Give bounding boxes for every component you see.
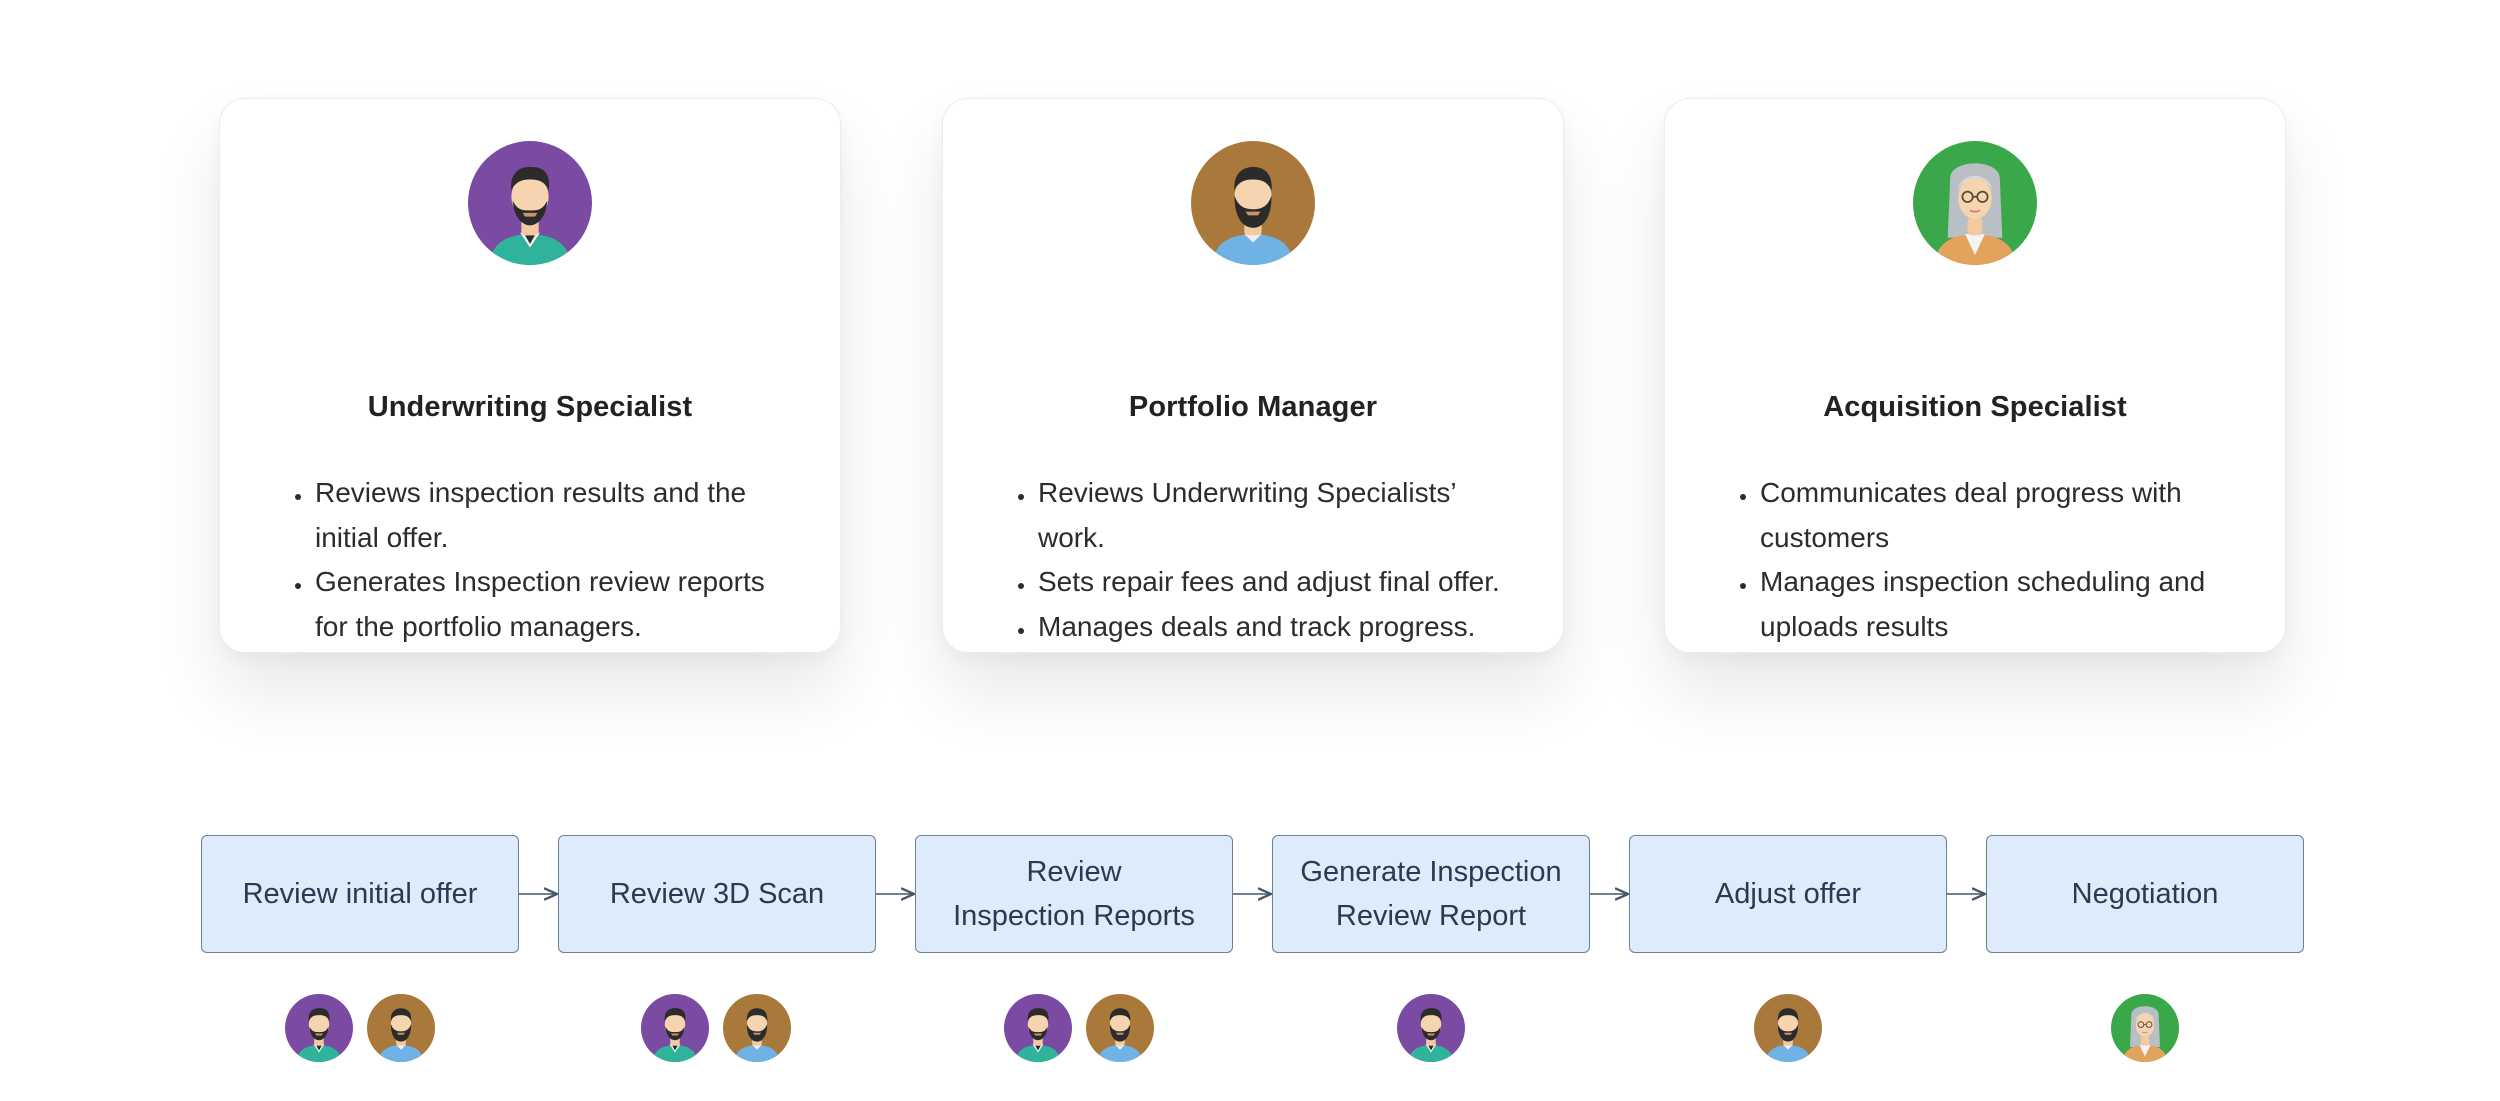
role-title: Underwriting Specialist — [367, 391, 693, 423]
responsibility-list: Communicates deal progress with customer… — [1728, 471, 2245, 649]
step-generate-inspection-review-report: Generate Inspection Review Report — [1272, 835, 1590, 953]
underwriting-specialist-avatar-icon — [1004, 994, 1072, 1062]
role-title: Acquisition Specialist — [1823, 391, 2127, 423]
list-item: Reviews Underwriting Specialists’ work. — [1036, 471, 1523, 560]
woman-gray-hair-glasses-avatar-icon — [1913, 141, 2037, 265]
responsibility-list: Reviews Underwriting Specialists’ work. … — [1006, 471, 1523, 649]
man-full-beard-blue-shirt-avatar-icon — [1191, 141, 1315, 265]
underwriting-specialist-avatar-icon — [641, 994, 709, 1062]
responsibility-list: Reviews inspection results and the initi… — [283, 471, 800, 649]
step-negotiation: Negotiation — [1986, 835, 2304, 953]
step-review-inspection-reports: Review Inspection Reports — [915, 835, 1233, 953]
role-title: Portfolio Manager — [1128, 391, 1378, 423]
man-beard-teal-shirt-avatar-icon — [468, 141, 592, 265]
underwriting-specialist-avatar-icon — [1397, 994, 1465, 1062]
list-item: Reviews inspection results and the initi… — [313, 471, 800, 560]
step-review-initial-offer: Review initial offer — [201, 835, 519, 953]
list-item: Generates Inspection review reports for … — [313, 560, 800, 649]
acquisition-specialist-avatar-icon — [2111, 994, 2179, 1062]
list-item: Manages deals and track progress. — [1036, 605, 1523, 650]
portfolio-manager-avatar-icon — [723, 994, 791, 1062]
role-card-underwriting-specialist: Underwriting Specialist Reviews inspecti… — [219, 98, 841, 653]
underwriting-specialist-avatar-icon — [285, 994, 353, 1062]
role-card-acquisition-specialist: Acquisition Specialist Communicates deal… — [1664, 98, 2286, 653]
list-item: Manages inspection scheduling and upload… — [1758, 560, 2245, 649]
portfolio-manager-avatar-icon — [1754, 994, 1822, 1062]
list-item: Communicates deal progress with customer… — [1758, 471, 2245, 560]
list-item: Sets repair fees and adjust final offer. — [1036, 560, 1523, 605]
step-adjust-offer: Adjust offer — [1629, 835, 1947, 953]
portfolio-manager-avatar-icon — [1086, 994, 1154, 1062]
step-review-3d-scan: Review 3D Scan — [558, 835, 876, 953]
portfolio-manager-avatar-icon — [367, 994, 435, 1062]
role-card-portfolio-manager: Portfolio Manager Reviews Underwriting S… — [942, 98, 1564, 653]
